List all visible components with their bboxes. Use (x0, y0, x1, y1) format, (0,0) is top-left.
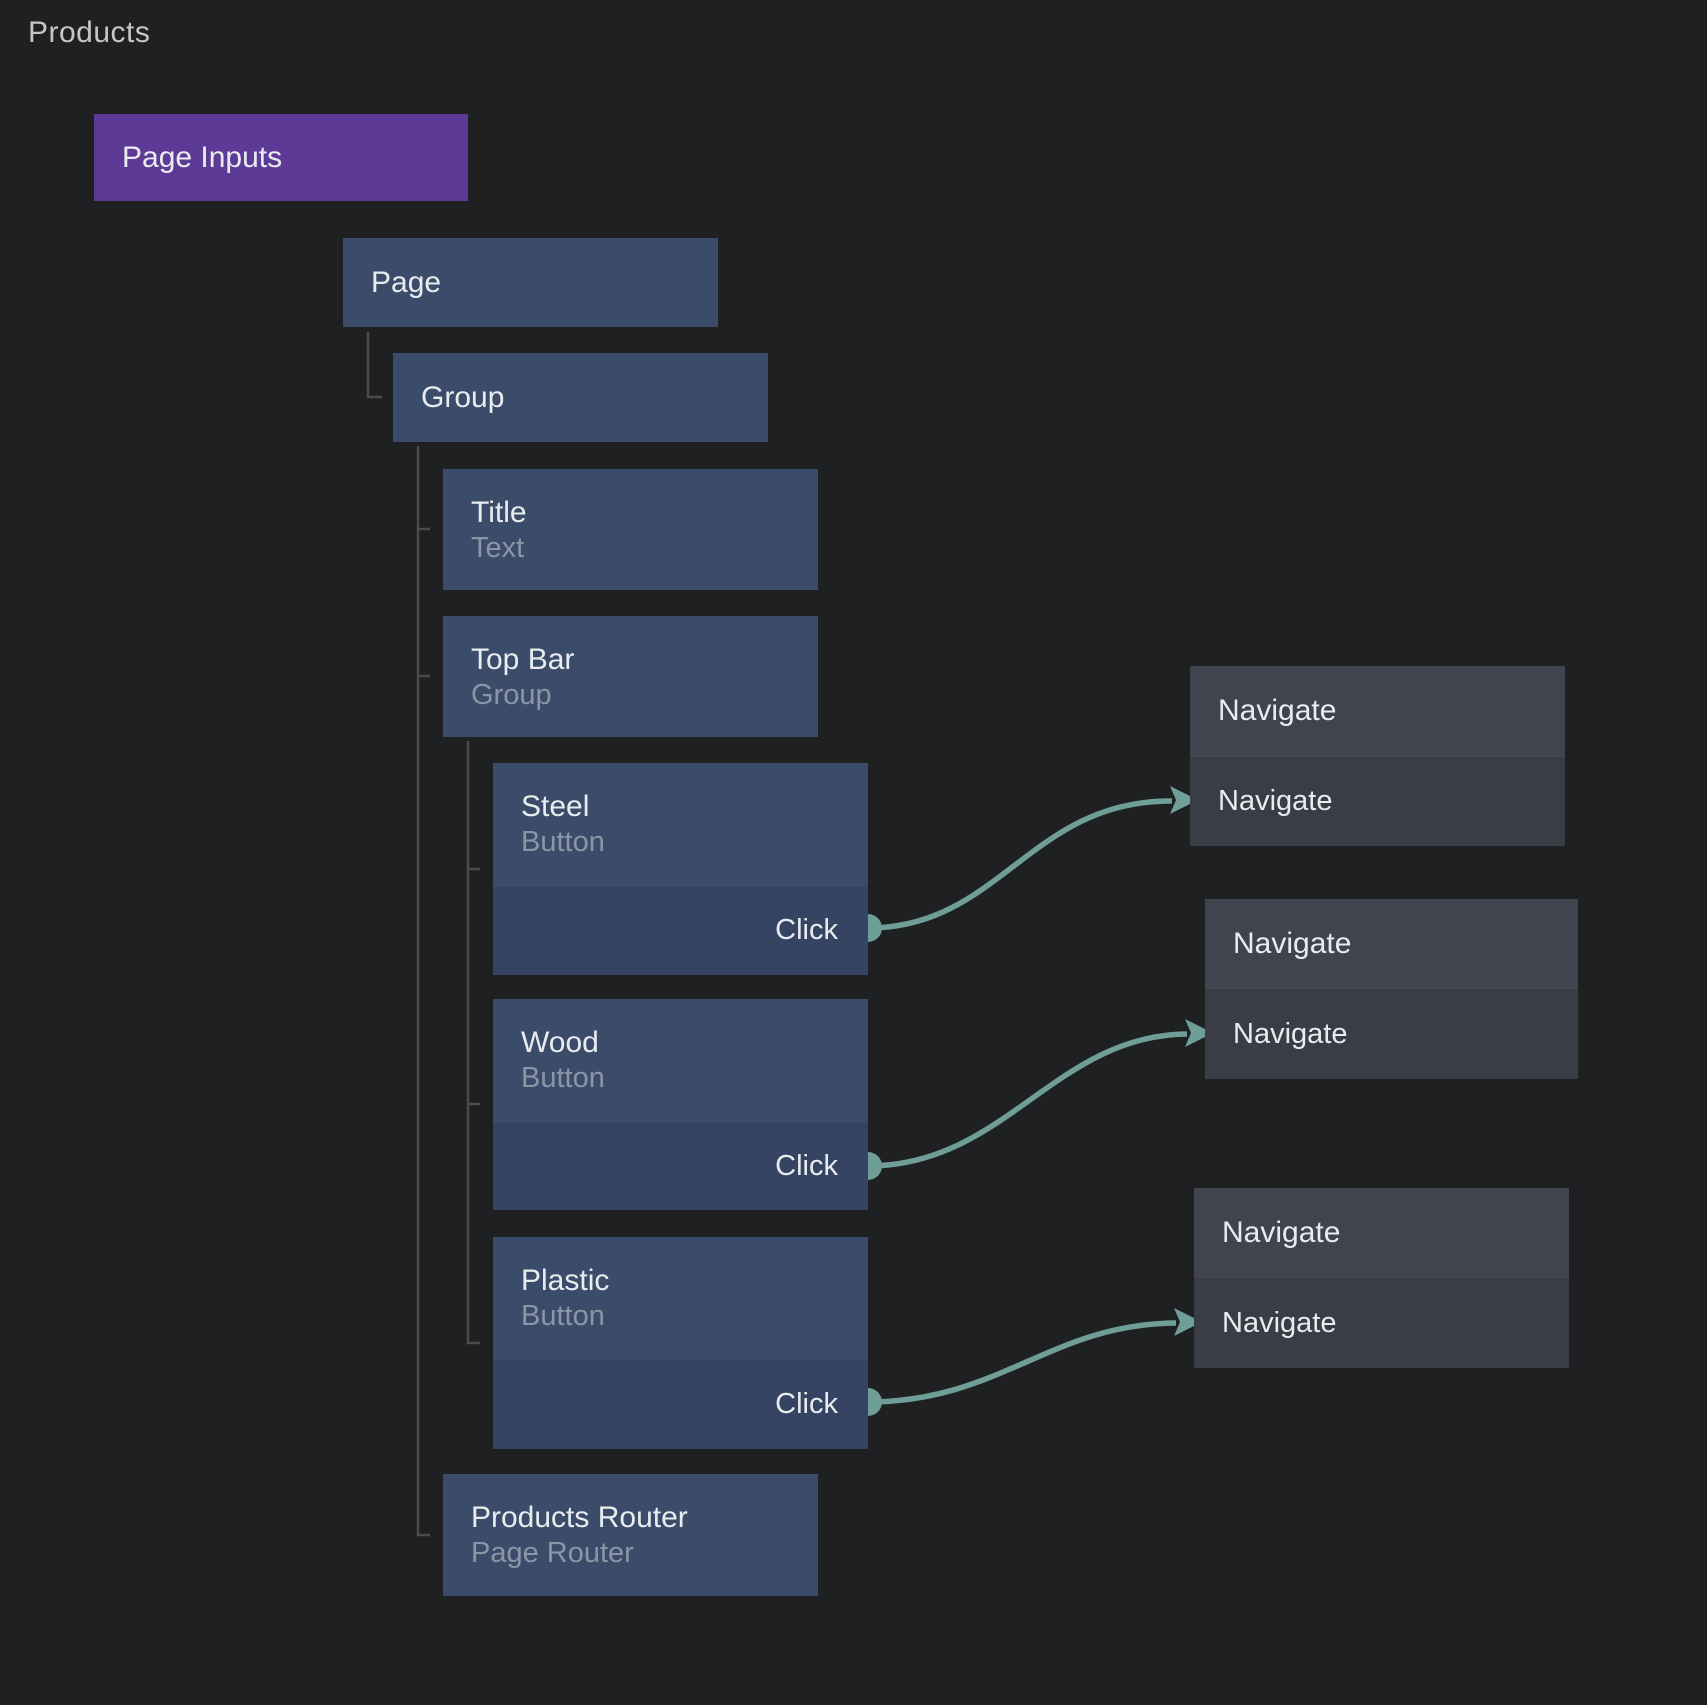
node-title-label: Navigate (1233, 925, 1578, 962)
node-type-label: Group (471, 678, 818, 713)
click-output-label: Click (775, 1150, 868, 1183)
node-title-label: Page Inputs (122, 139, 468, 176)
navigate-input-label: Navigate (1190, 785, 1332, 818)
tree-line-topbar-children (468, 741, 480, 1343)
navigate-input-label: Navigate (1205, 1018, 1347, 1051)
node-navigate-1[interactable]: Navigate Navigate (1190, 666, 1565, 846)
tree-line-page-group (368, 332, 382, 397)
click-output-label: Click (775, 1388, 868, 1421)
node-title-label: Products Router (471, 1499, 818, 1536)
node-title-label: Top Bar (471, 641, 818, 678)
node-type-label: Text (471, 531, 818, 566)
node-navigate-2[interactable]: Navigate Navigate (1205, 899, 1578, 1079)
node-title-label: Navigate (1222, 1214, 1569, 1251)
navigate-input-label: Navigate (1194, 1307, 1336, 1340)
node-page[interactable]: Page (343, 238, 718, 327)
node-title-label: Title (471, 494, 818, 531)
connection-plastic-click-navigate[interactable] (868, 1323, 1176, 1402)
node-title-label: Navigate (1218, 692, 1565, 729)
node-title-label: Page (371, 264, 718, 301)
node-group[interactable]: Group (393, 353, 768, 442)
node-wood-button[interactable]: Wood Button Click (493, 999, 868, 1210)
node-title-text[interactable]: Title Text (443, 469, 818, 590)
node-type-label: Button (521, 1061, 868, 1096)
node-type-label: Button (521, 1299, 868, 1334)
node-navigate-3[interactable]: Navigate Navigate (1194, 1188, 1569, 1368)
node-type-label: Page Router (471, 1536, 818, 1571)
node-steel-button[interactable]: Steel Button Click (493, 763, 868, 975)
click-output-label: Click (775, 914, 868, 947)
connection-steel-click-navigate[interactable] (868, 801, 1172, 928)
node-page-inputs[interactable]: Page Inputs (94, 114, 468, 201)
connection-wood-click-navigate[interactable] (868, 1034, 1187, 1166)
node-title-label: Plastic (521, 1262, 868, 1299)
page-title: Products (28, 16, 150, 50)
node-plastic-button[interactable]: Plastic Button Click (493, 1237, 868, 1449)
node-title-label: Wood (521, 1024, 868, 1061)
node-title-label: Group (421, 379, 768, 416)
tree-line-group-children (418, 446, 430, 1535)
node-products-router[interactable]: Products Router Page Router (443, 1474, 818, 1596)
node-type-label: Button (521, 825, 868, 860)
node-title-label: Steel (521, 788, 868, 825)
node-top-bar[interactable]: Top Bar Group (443, 616, 818, 737)
